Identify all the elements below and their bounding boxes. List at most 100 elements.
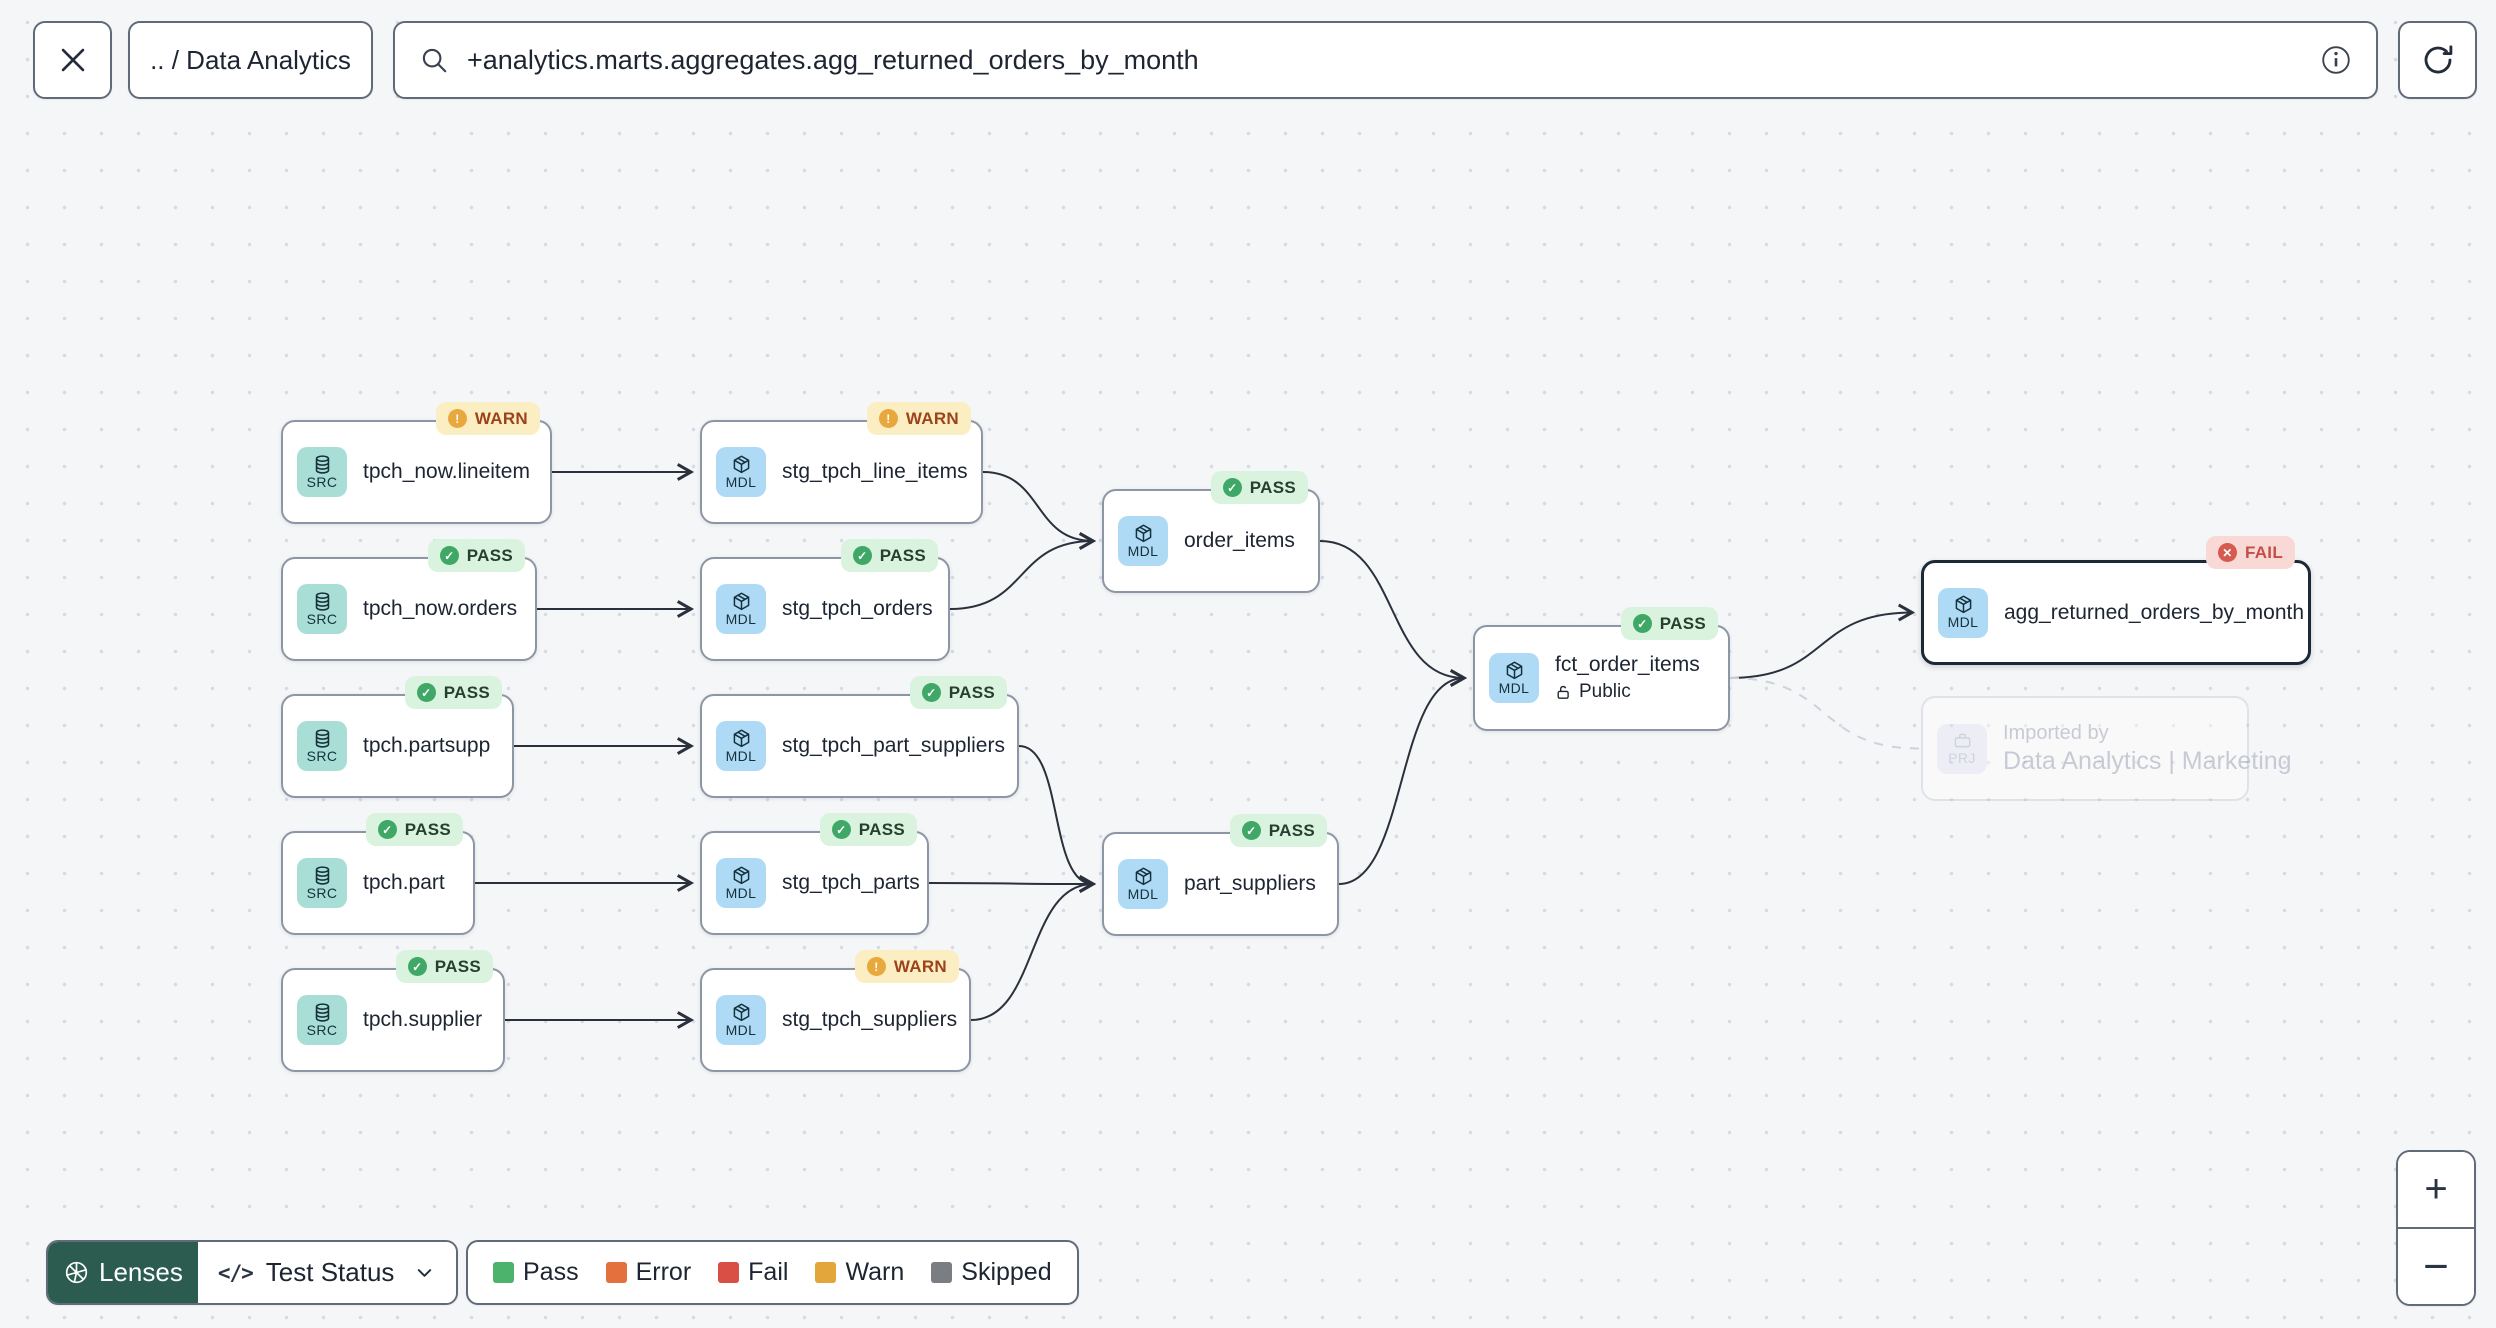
node-kind-label: MDL bbox=[725, 884, 757, 901]
test-status-legend: Pass Error Fail Warn Skipped bbox=[466, 1240, 1079, 1305]
status-badge: ! WARN bbox=[435, 402, 540, 435]
status-icon: ✓ bbox=[831, 820, 851, 839]
lenses-button[interactable]: Lenses bbox=[48, 1242, 198, 1303]
node-kind-label: MDL bbox=[725, 473, 757, 490]
lens-aperture-icon bbox=[63, 1259, 90, 1286]
status-badge: ✓ PASS bbox=[404, 676, 502, 709]
node-order_items[interactable]: MDL order_items ✓ PASS bbox=[1102, 471, 1320, 593]
legend-item: Pass bbox=[493, 1258, 579, 1287]
edge-fct_order_items-to-imported_marketing bbox=[1729, 677, 1920, 750]
status-label: WARN bbox=[474, 408, 528, 428]
refresh-button[interactable] bbox=[2398, 21, 2477, 99]
status-badge: ✓ PASS bbox=[1620, 607, 1718, 640]
edge-stg_tpch_suppliers-to-part_suppliers bbox=[970, 875, 1097, 1021]
node-stg_tpch_orders[interactable]: MDL stg_tpch_orders ✓ PASS bbox=[700, 539, 950, 661]
cube-icon bbox=[1504, 660, 1525, 681]
node-tpch_partsupp[interactable]: SRC tpch.partsupp ✓ PASS bbox=[281, 676, 514, 798]
search-bar[interactable] bbox=[393, 21, 2378, 99]
legend-swatch bbox=[815, 1262, 837, 1283]
status-icon: ✓ bbox=[921, 683, 941, 702]
status-icon: ✓ bbox=[439, 546, 459, 565]
node-tpch_part[interactable]: SRC tpch.part ✓ PASS bbox=[281, 813, 475, 935]
node-part_suppliers[interactable]: MDL part_suppliers ✓ PASS bbox=[1102, 814, 1339, 936]
edge-fct_order_items-to-agg_returned_orders_by_month bbox=[1729, 603, 1916, 679]
node-stg_tpch_parts[interactable]: MDL stg_tpch_parts ✓ PASS bbox=[700, 813, 929, 935]
node-label: tpch.supplier bbox=[363, 1008, 483, 1031]
zoom-in-button[interactable]: + bbox=[2398, 1152, 2474, 1227]
edge-stg_tpch_orders-to-order_items bbox=[949, 532, 1097, 610]
briefcase-icon bbox=[1952, 730, 1973, 751]
refresh-icon bbox=[2420, 42, 2456, 78]
node-stg_tpch_suppliers[interactable]: MDL stg_tpch_suppliers ! WARN bbox=[700, 950, 971, 1072]
node-agg_returned_orders_by_month[interactable]: MDL agg_returned_orders_by_month ✕ FAIL bbox=[1921, 536, 2311, 665]
node-kind-label: MDL bbox=[725, 610, 757, 627]
status-icon: ✓ bbox=[1241, 821, 1261, 840]
node-label: agg_returned_orders_by_month bbox=[2004, 600, 2305, 624]
close-icon bbox=[56, 43, 90, 77]
close-button[interactable] bbox=[33, 21, 112, 99]
node-kind-label: MDL bbox=[1498, 679, 1530, 696]
chevron-down-icon bbox=[413, 1261, 436, 1284]
search-input[interactable] bbox=[465, 43, 2304, 77]
node-label: stg_tpch_part_suppliers bbox=[782, 734, 1005, 757]
lens-selector[interactable]: </> Test Status bbox=[197, 1242, 457, 1303]
cube-icon bbox=[731, 591, 752, 612]
status-badge: ✕ FAIL bbox=[2205, 536, 2295, 569]
cube-icon bbox=[731, 728, 752, 749]
node-kind-label: SRC bbox=[306, 884, 338, 901]
node-imported_marketing[interactable]: PRJ Imported by Data Analytics | Marketi… bbox=[1921, 696, 2292, 801]
status-label: PASS bbox=[434, 956, 481, 976]
status-badge: ✓ PASS bbox=[1229, 814, 1327, 847]
node-kind-label: MDL bbox=[725, 747, 757, 764]
node-label: order_items bbox=[1184, 529, 1295, 552]
node-tpch_now_orders[interactable]: SRC tpch_now.orders ✓ PASS bbox=[281, 539, 537, 661]
node-label: Imported by bbox=[2003, 721, 2109, 744]
legend-swatch bbox=[718, 1262, 740, 1283]
legend-item: Error bbox=[605, 1258, 691, 1287]
status-badge: ! WARN bbox=[854, 950, 959, 983]
zoom-out-button[interactable]: − bbox=[2398, 1227, 2474, 1304]
node-kind-label: MDL bbox=[725, 1021, 757, 1038]
status-icon: ✓ bbox=[1632, 614, 1652, 633]
node-kind-label: SRC bbox=[306, 1021, 338, 1038]
status-badge: ✓ PASS bbox=[1210, 471, 1308, 504]
node-label: stg_tpch_line_items bbox=[782, 460, 968, 483]
lock-open-icon bbox=[1555, 684, 1572, 701]
cube-icon bbox=[731, 454, 752, 475]
legend-label: Skipped bbox=[961, 1258, 1052, 1286]
status-badge: ✓ PASS bbox=[909, 676, 1007, 709]
node-label: stg_tpch_parts bbox=[782, 871, 920, 894]
legend-item: Warn bbox=[815, 1258, 904, 1287]
cube-icon bbox=[1133, 866, 1154, 887]
status-label: PASS bbox=[1268, 820, 1315, 840]
node-fct_order_items[interactable]: MDL fct_order_items Public ✓ PASS bbox=[1473, 607, 1730, 731]
edge-stg_tpch_line_items-to-order_items bbox=[982, 471, 1097, 550]
status-label: PASS bbox=[858, 819, 905, 839]
node-tpch_supplier[interactable]: SRC tpch.supplier ✓ PASS bbox=[281, 950, 505, 1072]
node-sublabel: Public bbox=[1555, 681, 1700, 703]
legend-label: Pass bbox=[523, 1258, 579, 1286]
status-badge: ✓ PASS bbox=[365, 813, 463, 846]
node-kind-label: PRJ bbox=[1948, 750, 1976, 767]
status-label: FAIL bbox=[2244, 542, 2283, 562]
database-icon bbox=[312, 865, 333, 886]
cube-icon bbox=[731, 865, 752, 886]
info-icon[interactable] bbox=[2320, 44, 2352, 76]
node-tpch_now_lineitem[interactable]: SRC tpch_now.lineitem ! WARN bbox=[281, 402, 552, 524]
status-icon: ✓ bbox=[377, 820, 397, 839]
status-label: PASS bbox=[879, 545, 926, 565]
status-label: PASS bbox=[443, 682, 490, 702]
node-stg_tpch_part_suppliers[interactable]: MDL stg_tpch_part_suppliers ✓ PASS bbox=[700, 676, 1019, 798]
node-label: fct_order_items bbox=[1555, 653, 1700, 676]
edge-order_items-to-fct_order_items bbox=[1319, 540, 1468, 687]
status-badge: ✓ PASS bbox=[840, 539, 938, 572]
status-label: PASS bbox=[948, 682, 995, 702]
cube-icon bbox=[731, 1002, 752, 1023]
node-label: tpch_now.lineitem bbox=[363, 460, 530, 483]
breadcrumb-button[interactable]: .. / Data Analytics bbox=[128, 21, 373, 99]
node-stg_tpch_line_items[interactable]: MDL stg_tpch_line_items ! WARN bbox=[700, 402, 983, 524]
status-label: PASS bbox=[1249, 477, 1296, 497]
node-kind-label: MDL bbox=[1127, 885, 1159, 902]
node-label: part_suppliers bbox=[1184, 872, 1316, 895]
